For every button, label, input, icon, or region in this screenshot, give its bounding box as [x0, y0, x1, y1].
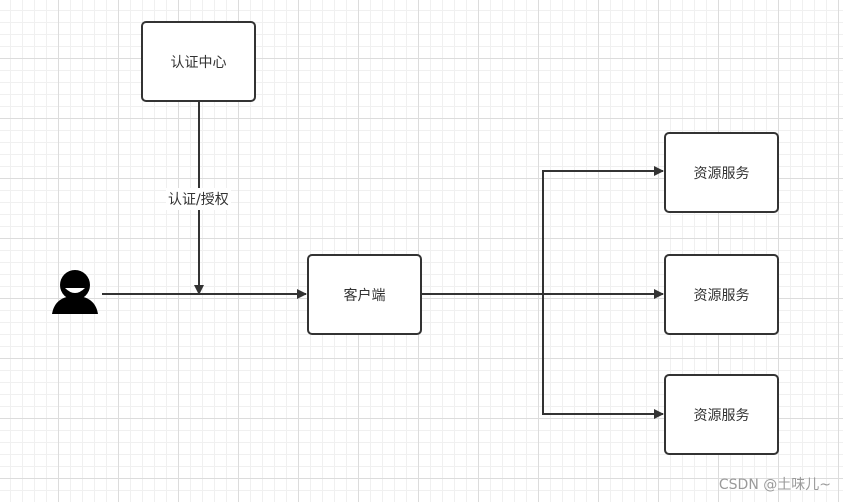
- client-label: 客户端: [343, 287, 386, 304]
- resource-node-1[interactable]: 资源服务: [664, 132, 779, 213]
- resource-label-2: 资源服务: [693, 287, 750, 304]
- watermark: CSDN @土味儿~: [718, 477, 831, 493]
- auth-center-label: 认证中心: [170, 54, 227, 71]
- user-icon: [52, 270, 98, 314]
- resource-label-3: 资源服务: [693, 407, 750, 424]
- auth-center-node[interactable]: 认证中心: [141, 21, 256, 102]
- resource-node-3[interactable]: 资源服务: [664, 374, 779, 455]
- auth-edge-label: 认证/授权: [166, 188, 231, 210]
- resource-label-1: 资源服务: [693, 165, 750, 182]
- client-node[interactable]: 客户端: [307, 254, 422, 335]
- resource-node-2[interactable]: 资源服务: [664, 254, 779, 335]
